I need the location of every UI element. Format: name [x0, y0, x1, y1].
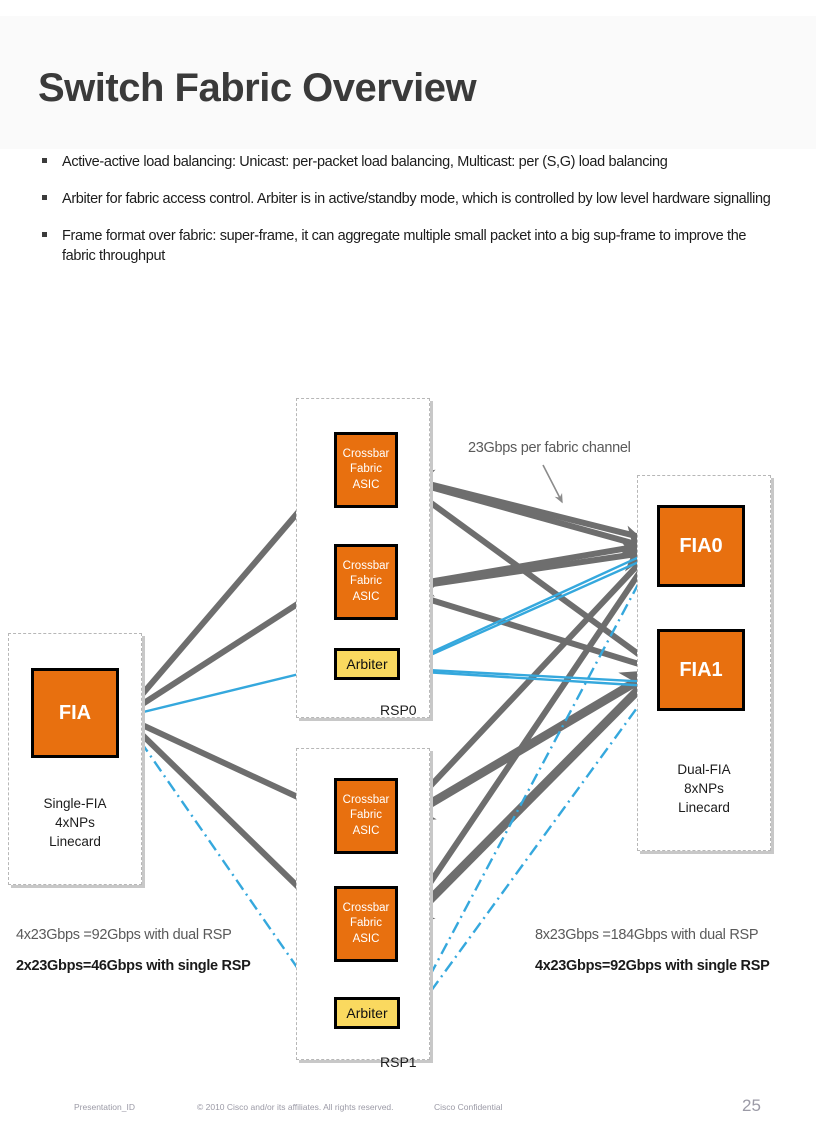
- chip-line-1: Crossbar: [342, 902, 390, 915]
- bullet-text: Active-active load balancing: Unicast: p…: [62, 154, 668, 170]
- chip-line-3: ASIC: [352, 590, 380, 603]
- title-band: [0, 16, 816, 149]
- rsp1-arbiter-label: Arbiter: [346, 1005, 388, 1021]
- rsp0-fabric-asic-1[interactable]: Crossbar Fabric ASIC: [334, 544, 398, 620]
- arbiter-path-group: [126, 550, 653, 718]
- footer-copyright: © 2010 Cisco and/or its affiliates. All …: [197, 1102, 394, 1112]
- rsp0-arbiter[interactable]: Arbiter: [334, 648, 400, 680]
- rsp1-label: RSP1: [380, 1054, 417, 1070]
- chip-line-3: ASIC: [352, 824, 380, 837]
- rsp1-fabric-asic-0[interactable]: Crossbar Fabric ASIC: [334, 778, 398, 854]
- chip-line-1: Crossbar: [342, 448, 390, 461]
- channel-callout-arrow: [542, 464, 563, 504]
- footer-presentation-id: Presentation_ID: [74, 1102, 135, 1112]
- chip-line-3: ASIC: [352, 478, 380, 491]
- dual-fia-caption: Dual-FIA 8xNPs Linecard: [677, 762, 731, 816]
- bullet-item: Active-active load balancing: Unicast: p…: [38, 152, 783, 172]
- footer-confidential: Cisco Confidential: [434, 1102, 503, 1112]
- fia1-chip[interactable]: FIA1: [657, 629, 745, 711]
- chip-line-2: Fabric: [350, 463, 382, 476]
- rsp1-arbiter[interactable]: Arbiter: [334, 997, 400, 1029]
- fia0-label: FIA0: [679, 534, 723, 557]
- fia0-chip[interactable]: FIA0: [657, 505, 745, 587]
- bullet-text: Frame format over fabric: super-frame, i…: [62, 228, 747, 264]
- left-note-line-1: 4x23Gbps =92Gbps with dual RSP: [16, 927, 232, 943]
- footer-page-number: 25: [742, 1096, 761, 1115]
- right-note-line-2: 4x23Gbps=92Gbps with single RSP: [535, 958, 770, 974]
- single-fia-caption: Single-FIA 4xNPs Linecard: [43, 796, 107, 850]
- slide-footer: Presentation_ID © 2010 Cisco and/or its …: [0, 1090, 816, 1123]
- left-fia-chip[interactable]: FIA: [31, 668, 119, 758]
- rsp0-label: RSP0: [380, 702, 417, 718]
- bullet-square-icon: [42, 158, 47, 163]
- bullet-square-icon: [42, 232, 47, 237]
- rsp0-arbiter-label: Arbiter: [346, 656, 388, 672]
- right-note-line-1: 8x23Gbps =184Gbps with dual RSP: [535, 927, 759, 943]
- rsp1-fabric-asic-1[interactable]: Crossbar Fabric ASIC: [334, 886, 398, 962]
- fabric-diagram: Crossbar Fabric ASIC Crossbar Fabric ASI…: [0, 380, 816, 1080]
- bullet-item: Arbiter for fabric access control. Arbit…: [38, 189, 783, 209]
- chip-line-3: ASIC: [352, 932, 380, 945]
- left-note-line-2: 2x23Gbps=46Gbps with single RSP: [16, 958, 251, 974]
- chip-line-1: Crossbar: [342, 794, 390, 807]
- fia1-label: FIA1: [679, 658, 723, 681]
- chip-line-1: Crossbar: [342, 560, 390, 573]
- bullet-square-icon: [42, 195, 47, 200]
- left-fia-label: FIA: [58, 701, 92, 724]
- rsp0-fabric-asic-0[interactable]: Crossbar Fabric ASIC: [334, 432, 398, 508]
- channel-note: 23Gbps per fabric channel: [468, 440, 631, 456]
- chip-line-2: Fabric: [350, 575, 382, 588]
- chip-line-2: Fabric: [350, 809, 382, 822]
- bullet-list: Active-active load balancing: Unicast: p…: [38, 152, 783, 283]
- chip-line-2: Fabric: [350, 917, 382, 930]
- bullet-item: Frame format over fabric: super-frame, i…: [38, 226, 783, 266]
- bullet-text: Arbiter for fabric access control. Arbit…: [62, 191, 771, 207]
- page-title: Switch Fabric Overview: [38, 66, 477, 110]
- connection-lines: [124, 464, 655, 1019]
